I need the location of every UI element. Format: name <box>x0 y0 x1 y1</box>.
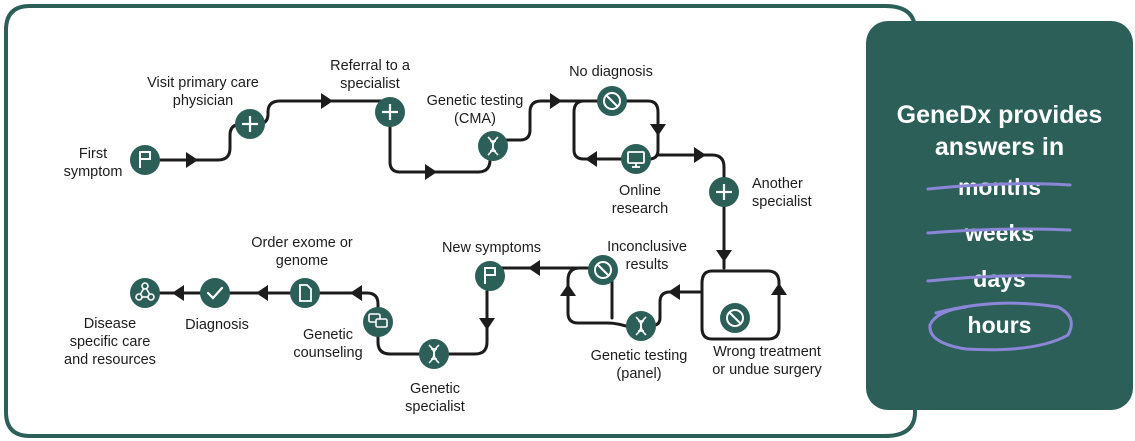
arrowhead <box>350 285 362 301</box>
plus-icon <box>716 184 732 200</box>
label-visit-pcp: Visit primary care physician <box>147 75 259 109</box>
path-pcp-to-referral <box>248 99 392 126</box>
arrowhead <box>256 285 268 301</box>
strike-weeks <box>926 227 1072 235</box>
label-another-specialist: Another specialist <box>752 176 812 210</box>
monitor-icon <box>627 151 645 168</box>
flag-icon <box>139 151 151 168</box>
arrowhead <box>321 93 333 109</box>
plus-icon <box>382 104 398 120</box>
arrowheads <box>172 93 787 330</box>
label-inconclusive-results: Inconclusive results <box>607 239 687 273</box>
node-genetic-testing-panel <box>626 311 656 341</box>
path-referral-to-cma <box>388 110 492 174</box>
label-referral: Referral to a specialist <box>330 58 410 92</box>
strike-days <box>926 274 1072 283</box>
no-entry-icon <box>726 309 744 327</box>
dna-icon <box>635 316 647 336</box>
path-loop-to-another <box>656 153 726 270</box>
node-referral <box>375 97 405 127</box>
node-genetic-testing-cma <box>478 131 508 161</box>
option-months: months <box>957 174 1042 200</box>
arrowhead <box>560 284 576 296</box>
node-disease-care <box>130 278 160 308</box>
arrowhead <box>479 318 495 330</box>
flag-icon <box>484 267 496 284</box>
label-genetic-testing-panel: Genetic testing (panel) <box>590 348 688 382</box>
plus-icon <box>242 116 258 132</box>
no-entry-icon <box>603 92 621 110</box>
node-new-symptoms <box>475 261 505 291</box>
arrowhead <box>668 284 680 300</box>
dna-icon <box>428 344 440 364</box>
no-entry-icon <box>594 261 612 279</box>
path-new-symptoms-down <box>438 288 489 356</box>
label-genetic-counseling: Genetic counseling <box>293 327 363 361</box>
molecule-icon <box>135 282 155 301</box>
node-inconclusive-results <box>588 255 618 285</box>
checkmark-icon <box>206 286 224 300</box>
circle-hours <box>928 301 1073 352</box>
arrowhead <box>550 93 562 109</box>
option-weeks: weeks <box>964 220 1035 246</box>
node-genetic-counseling <box>363 307 393 337</box>
label-no-diagnosis: No diagnosis <box>569 64 653 80</box>
option-hours: hours <box>967 312 1032 338</box>
genedx-panel: GeneDx provides answers in months weeks … <box>866 21 1133 410</box>
node-order-exome <box>290 278 320 308</box>
label-new-symptoms: New symptoms <box>441 240 542 256</box>
path-first-to-pcp <box>143 122 250 162</box>
label-first-symptom: First symptom <box>63 146 123 180</box>
label-disease-care: Disease specific care and resources <box>64 316 156 368</box>
arrowhead <box>650 124 666 136</box>
arrowhead <box>694 147 706 163</box>
node-first-symptom <box>130 145 160 175</box>
arrowhead <box>172 285 184 301</box>
arrowhead <box>716 250 732 262</box>
node-wrong-treatment <box>720 303 750 333</box>
arrowhead <box>186 152 198 168</box>
strike-months <box>926 182 1072 191</box>
label-genetic-specialist: Genetic specialist <box>405 381 465 415</box>
node-another-specialist <box>709 177 739 207</box>
loop-wrong-treatment <box>700 269 781 341</box>
node-diagnosis <box>200 278 230 308</box>
label-order-exome: Order exome or genome <box>251 235 353 269</box>
journey-frame <box>4 4 917 438</box>
arrowhead <box>425 164 437 180</box>
arrowhead <box>585 151 597 167</box>
node-online-research <box>621 144 651 174</box>
panel-title: GeneDx provides answers in <box>896 101 1103 161</box>
document-icon <box>299 284 312 302</box>
path-cma-to-loop <box>494 99 576 142</box>
label-diagnosis: Diagnosis <box>185 317 249 333</box>
label-online-research: Online research <box>611 183 669 217</box>
node-no-diagnosis <box>597 86 627 116</box>
arrowhead <box>528 260 540 276</box>
option-days: days <box>973 266 1026 292</box>
chat-icon <box>368 313 388 328</box>
dna-icon <box>487 136 499 156</box>
node-genetic-specialist <box>419 339 449 369</box>
label-genetic-testing-cma: Genetic testing (CMA) <box>426 93 524 127</box>
arrowhead <box>771 283 787 295</box>
node-visit-pcp <box>235 109 265 139</box>
label-wrong-treatment: Wrong treatment or undue surgery <box>712 344 822 378</box>
